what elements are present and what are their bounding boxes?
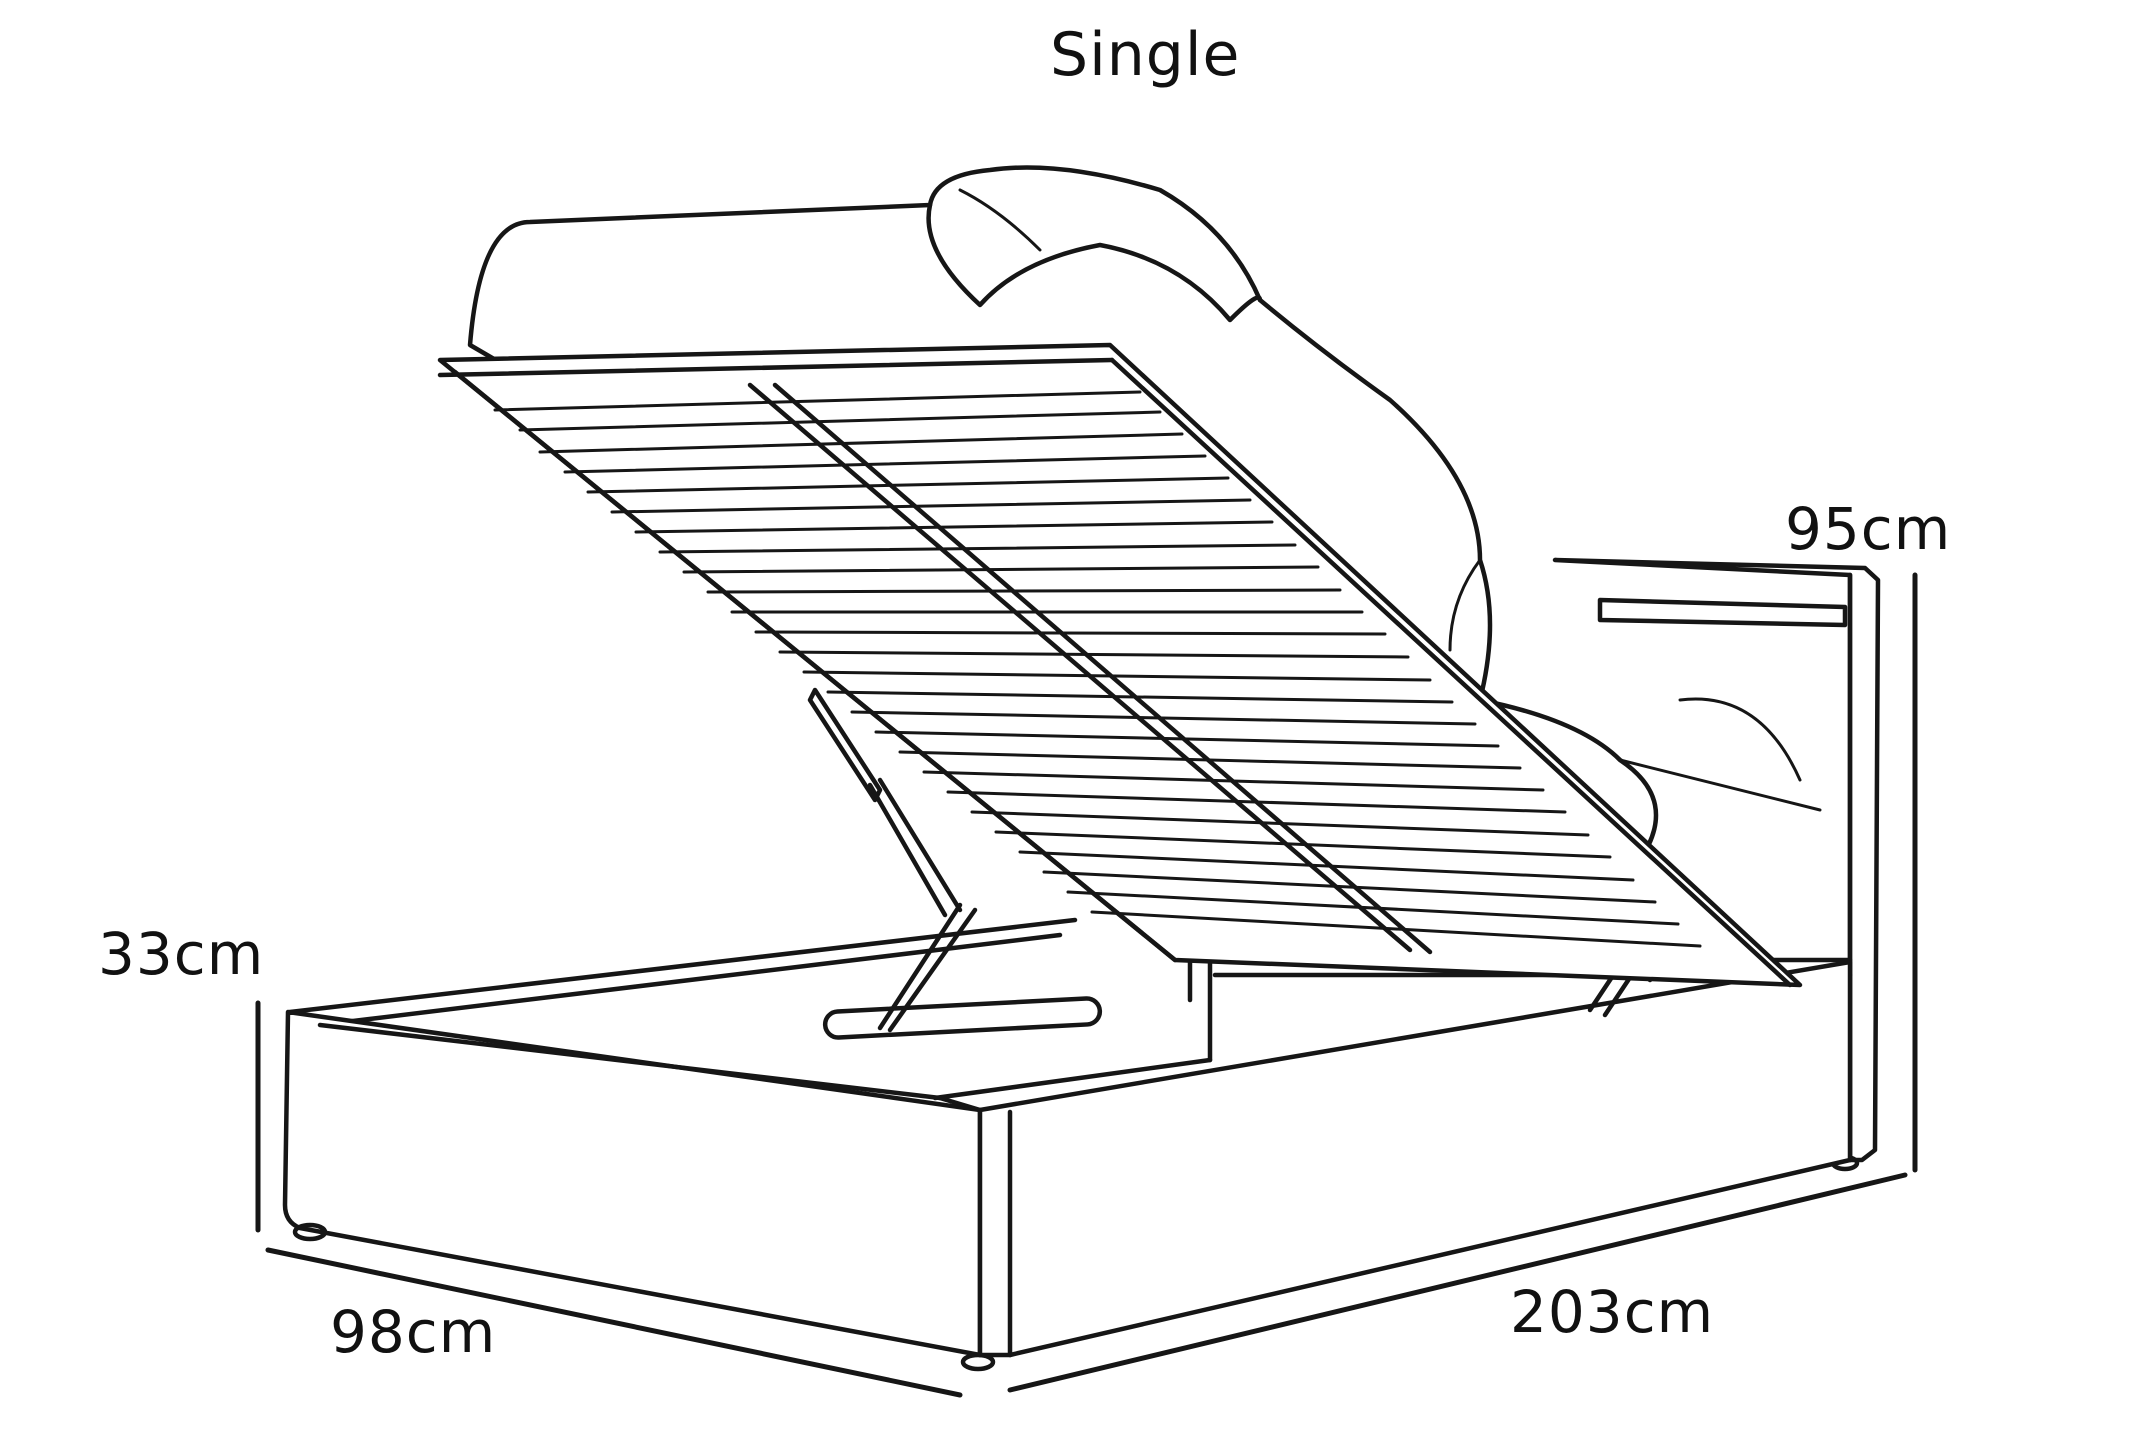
slatted-base [437, 342, 1803, 988]
headboard-height-label: 95cm [1785, 495, 1952, 563]
dimension-lines [255, 572, 1918, 1398]
bed-base [282, 917, 1853, 1372]
length-label: 203cm [1510, 1278, 1715, 1346]
base-height-label: 33cm [98, 920, 265, 988]
width-label: 98cm [330, 1298, 497, 1366]
size-title: Single [1050, 20, 1241, 90]
